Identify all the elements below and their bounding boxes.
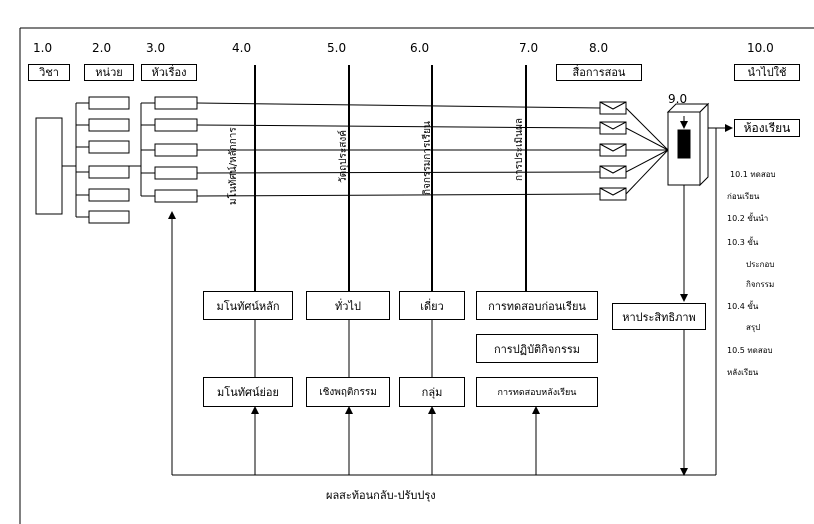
side-item: 10.4 ขั้น [727, 302, 759, 311]
feedback-label: ผลสะท้อนกลับ-ปรับปรุง [326, 489, 436, 502]
subject-block [35, 117, 63, 215]
envelope-flap [599, 143, 627, 152]
envelope-flap [599, 165, 627, 174]
column-title-objective: วัตถุประสงค์ [338, 130, 349, 183]
box-activity-single: เดี่ยว [399, 291, 465, 320]
topic-block [154, 118, 198, 132]
side-item: กิจกรรม [746, 280, 775, 289]
header-apply: นำไปใช้ [734, 64, 800, 81]
media-to-9-line [625, 127, 669, 151]
topic-to-media-line [196, 171, 601, 174]
topic-to-media-line [196, 193, 601, 197]
media-to-9-line [625, 149, 669, 173]
side-item: 10.2 ขั้นนำ [727, 214, 769, 223]
column-title-concept: มโนทัศน์/หลักการ [228, 127, 239, 205]
side-item: ก่อนเรียน [727, 192, 760, 201]
step-number-8: 8.0 [589, 41, 609, 55]
box-eval-practice: การปฏิบัติกิจกรรม [476, 334, 598, 363]
unit-block [88, 188, 130, 202]
step-number-2: 2.0 [92, 41, 112, 55]
side-item: 10.5 ทดสอบ [727, 346, 773, 355]
header-subject: วิชา [28, 64, 70, 81]
unit-block [88, 165, 130, 179]
envelope-flap [599, 121, 627, 130]
side-item: หลังเรียน [727, 368, 759, 377]
box-activity-group: กลุ่ม [399, 377, 465, 407]
topic-block [154, 143, 198, 157]
header-unit: หน่วย [84, 64, 134, 81]
step-number-3: 3.0 [146, 41, 166, 55]
topic-block [154, 96, 198, 110]
topic-to-media-line [196, 124, 601, 129]
topic-block [154, 166, 198, 180]
classroom-box: ห้องเรียน [734, 119, 800, 137]
topic-to-media-line [196, 102, 601, 109]
box-objective-behavior: เชิงพฤติกรรม [306, 377, 390, 407]
step-number-5: 5.0 [327, 41, 347, 55]
box-9-side [699, 102, 709, 187]
step-number-7: 7.0 [519, 41, 539, 55]
unit-block [88, 210, 130, 224]
envelope-flap [599, 101, 627, 110]
box-concept-main: มโนทัศน์หลัก [203, 291, 293, 320]
topic-block [154, 189, 198, 203]
side-item: ประกอบ [746, 260, 775, 269]
envelope-flap [599, 187, 627, 196]
step-number-1: 1.0 [33, 41, 53, 55]
step-number-9: 9.0 [668, 92, 688, 106]
header-media: สื่อการสอน [556, 64, 642, 81]
step-number-4: 4.0 [232, 41, 252, 55]
box-find-efficiency: หาประสิทธิภาพ [612, 303, 706, 330]
box-concept-sub: มโนทัศน์ย่อย [203, 377, 293, 407]
unit-block [88, 96, 130, 110]
column-title-activity: กิจกรรมการเรียน [422, 121, 433, 195]
box-eval-posttest: การทดสอบหลังเรียน [476, 377, 598, 407]
side-item: 10.3 ขั้น [727, 238, 759, 247]
box-objective-general: ทั่วไป [306, 291, 390, 320]
step-number-10: 10.0 [747, 41, 774, 55]
unit-block [88, 140, 130, 154]
unit-block [88, 118, 130, 132]
side-item: สรุป [746, 323, 761, 332]
box-9-slot [677, 129, 691, 159]
side-item: 10.1 ทดสอบ [730, 170, 776, 179]
media-to-9-line [625, 107, 669, 151]
box-eval-pretest: การทดสอบก่อนเรียน [476, 291, 598, 320]
column-title-evaluation: การประเมินผล [514, 118, 525, 181]
header-topic: หัวเรื่อง [141, 64, 197, 81]
media-to-9-line [625, 149, 669, 195]
step-number-6: 6.0 [410, 41, 430, 55]
